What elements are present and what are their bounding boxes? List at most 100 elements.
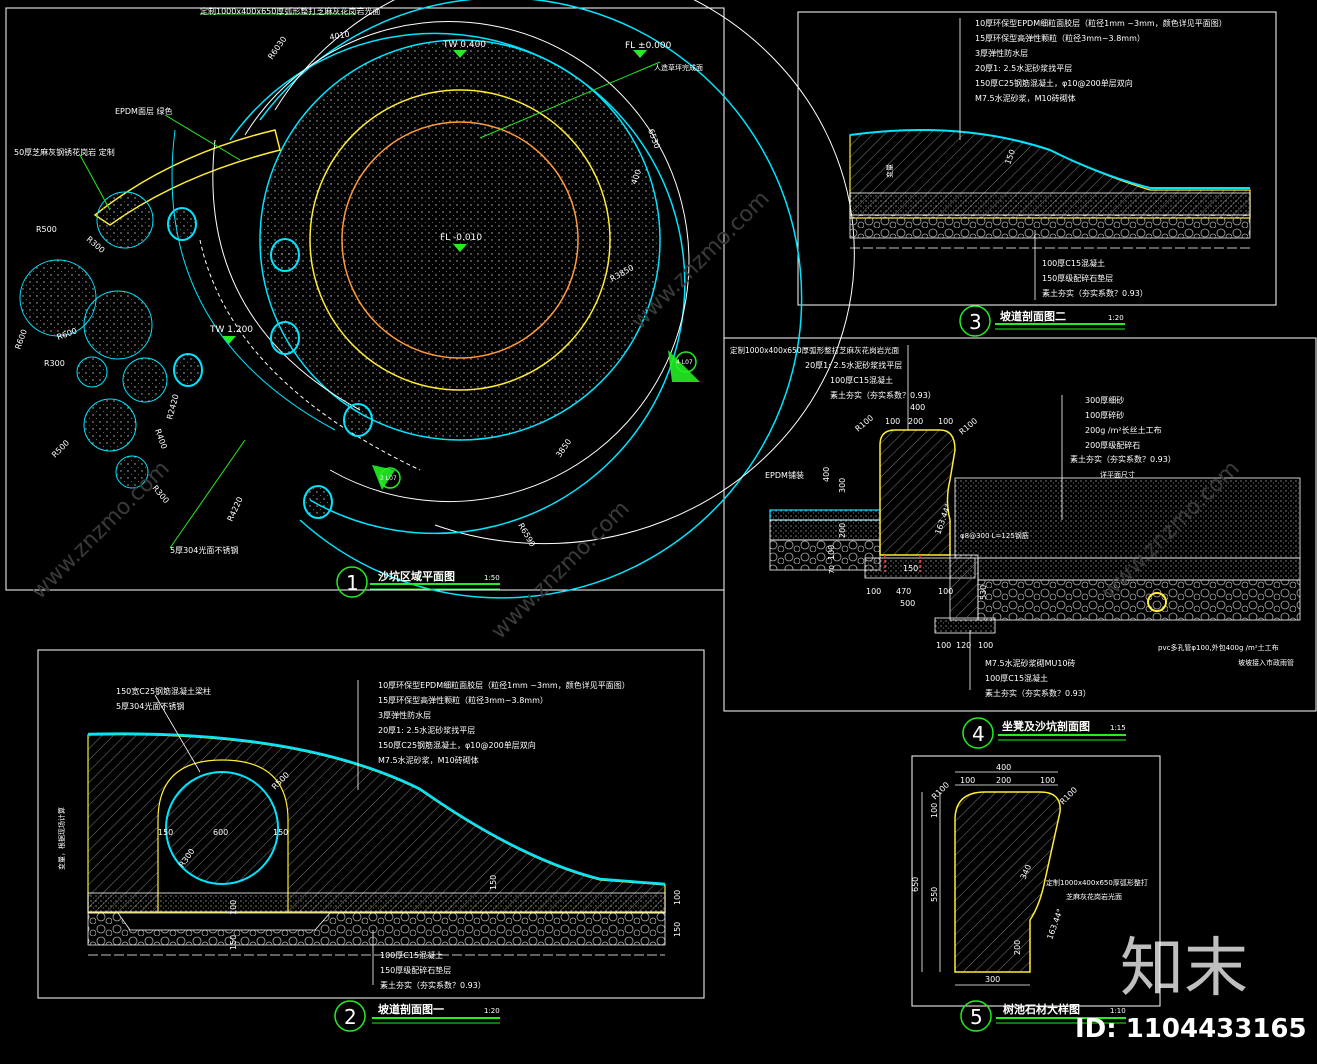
dim-text: 100 xyxy=(885,417,900,426)
top-callout: 定制1000x400x650厚弧形整打芝麻灰花岗岩光面 xyxy=(200,6,380,16)
panel-1-number: 1 xyxy=(346,571,359,595)
tree-pit xyxy=(76,356,108,388)
bottom-text: 素土夯实（夯实系数？0.93） xyxy=(985,688,1091,698)
section-arrow-icon xyxy=(372,465,395,490)
pipe-label: pvc多孔管φ100,外包400g /m²土工布 xyxy=(1158,643,1279,652)
sand-pit-yellow-ring xyxy=(309,89,611,391)
dim-text: 300 xyxy=(838,478,847,493)
bottom-text: 素土夯实（夯实系数？0.93） xyxy=(380,980,486,990)
side-text: 变量 xyxy=(885,164,894,178)
epdm-block xyxy=(769,509,881,521)
leader-line xyxy=(154,694,201,773)
outer-ring-white xyxy=(274,0,855,545)
top-left-text: 定制1000x400x650厚弧形整打芝麻灰花岗岩光面 xyxy=(730,345,900,355)
dim-text: 150 xyxy=(229,935,238,950)
gravel-layer xyxy=(977,579,1301,621)
bottom-text: 100厚C15混凝土 xyxy=(985,673,1048,683)
right-text: 200厚级配碎石 xyxy=(1085,440,1140,450)
panel-5-detail: 400 100 200 100 R100 R100 100 650 550 20… xyxy=(911,763,1148,1032)
layer-text: 20厚1: 2.5水泥砂浆找平层 xyxy=(975,63,1072,73)
panel-3-number-badge xyxy=(959,305,991,337)
level-marker-icon xyxy=(453,50,467,58)
dim-text: 400 xyxy=(910,403,925,412)
panel-2-number-badge xyxy=(334,1000,366,1032)
dim-text: R6590 xyxy=(516,522,537,549)
steel-label: 5厚304光面不锈钢 xyxy=(170,545,238,555)
gravel-layer xyxy=(849,214,1251,239)
callout-b: 5厚304光面不锈钢 xyxy=(116,701,184,711)
epdm-label: EPDM面层 绿色 xyxy=(115,106,172,116)
gravel-block xyxy=(769,539,881,571)
tw-top-label: TW 0.400 xyxy=(442,40,486,50)
stepping-oval xyxy=(270,238,300,272)
dim-text: 100 xyxy=(1040,776,1055,785)
outer-ring-cyan xyxy=(259,0,803,599)
seat-arc xyxy=(93,129,281,226)
dim-text: 100 xyxy=(930,803,939,818)
inner-ring-cyan xyxy=(229,32,686,535)
top-left-text: 100厚C15混凝土 xyxy=(830,375,893,385)
seat-label: 50厚芝麻灰钢锈花岗岩 定制 xyxy=(14,147,115,157)
dim-text: 150 xyxy=(158,828,173,837)
dim-text: R500 xyxy=(50,438,71,459)
level-marker-icon xyxy=(633,50,647,58)
dim-text: R600 xyxy=(13,328,29,351)
concrete-block xyxy=(769,519,881,541)
dim-text: 500 xyxy=(900,599,915,608)
panel-4-scale: 1:15 xyxy=(1110,724,1126,732)
top-left-text: 20厚1: 2.5水泥砂浆找平层 xyxy=(805,360,902,370)
epdm-surface xyxy=(87,732,666,886)
tree-pit xyxy=(96,191,154,249)
tree-pit xyxy=(83,398,137,452)
panel-2-title: 坡道剖面图一 xyxy=(378,1002,444,1016)
layer-text: 150厚C25钢筋混凝土，φ10@200单层双向 xyxy=(378,740,536,750)
right-text: 100厚碎砂 xyxy=(1085,410,1124,420)
section-arrow-icon xyxy=(668,350,700,382)
layer-text: 150厚C25钢筋混凝土，φ10@200单层双向 xyxy=(975,78,1133,88)
ref-2-label: 2 L07 xyxy=(380,475,397,482)
layer-text: 20厚1: 2.5水泥砂浆找平层 xyxy=(378,725,475,735)
fl-center-label: FL -0.010 xyxy=(440,233,482,243)
panel-3-scale: 1:20 xyxy=(1108,314,1124,322)
tree-pit xyxy=(19,259,97,337)
top-left-text: 素土夯实（夯实系数？0.93） xyxy=(830,390,936,400)
dim-text: R100 xyxy=(930,780,951,801)
dim-text: 150 xyxy=(903,564,918,573)
fl-top-sub: 人造草坪完成面 xyxy=(654,63,703,72)
panel-1-title: 沙坑区域平面图 xyxy=(378,569,455,583)
panel-3-title: 坡道剖面图二 xyxy=(1000,309,1066,323)
sand-layer xyxy=(954,477,1301,559)
concrete-layer xyxy=(849,192,1251,216)
layer-text: M7.5水泥砂浆，M10砖砌体 xyxy=(975,93,1076,103)
dim-text: 200 xyxy=(838,523,847,538)
panel-5-number: 5 xyxy=(970,1005,983,1029)
dim-text: 600 xyxy=(213,828,228,837)
pipe-sub-label: 坡坡接入市政雨管 xyxy=(1238,658,1294,667)
dim-text: 200 xyxy=(1013,940,1022,955)
bottom-text: 素土夯实（夯实系数？0.93） xyxy=(1042,288,1148,298)
stepping-oval xyxy=(270,321,300,355)
layer-text: M7.5水泥砂浆，M10砖砌体 xyxy=(378,755,479,765)
ref-4-label: 4 L07 xyxy=(676,359,693,366)
dim-text: R100 xyxy=(1058,785,1079,806)
panel-4-section: 定制1000x400x650厚弧形整打芝麻灰花岗岩光面 20厚1: 2.5水泥砂… xyxy=(730,345,1301,749)
layer-text: 15厚环保型高弹性颗粒（粒径3mm~3.8mm） xyxy=(378,695,548,705)
dim-text: 120 xyxy=(956,641,971,650)
ramp-arc-c xyxy=(199,239,421,471)
layer-text: 3厚弹性防水层 xyxy=(378,710,431,720)
callout: 定制1000x400x650厚弧形整打 xyxy=(1046,878,1148,887)
epdm-surface xyxy=(849,129,1250,189)
watermark-id: ID: 1104433165 xyxy=(1075,1014,1307,1044)
dim-text: 550 xyxy=(930,887,939,902)
dim-text: R100 xyxy=(958,416,980,436)
dim-text: 150 xyxy=(673,922,682,937)
stepping-oval xyxy=(173,353,203,387)
brick-wall xyxy=(949,554,979,621)
dim-text: 470 xyxy=(896,587,911,596)
panel-2-frame xyxy=(37,649,705,999)
panel-4-title: 坐凳及沙坑剖面图 xyxy=(1002,719,1090,733)
panel-5-scale: 1:10 xyxy=(1110,1007,1126,1015)
steel-tunnel-icon xyxy=(165,771,279,885)
ramp-arc-a xyxy=(171,129,336,431)
